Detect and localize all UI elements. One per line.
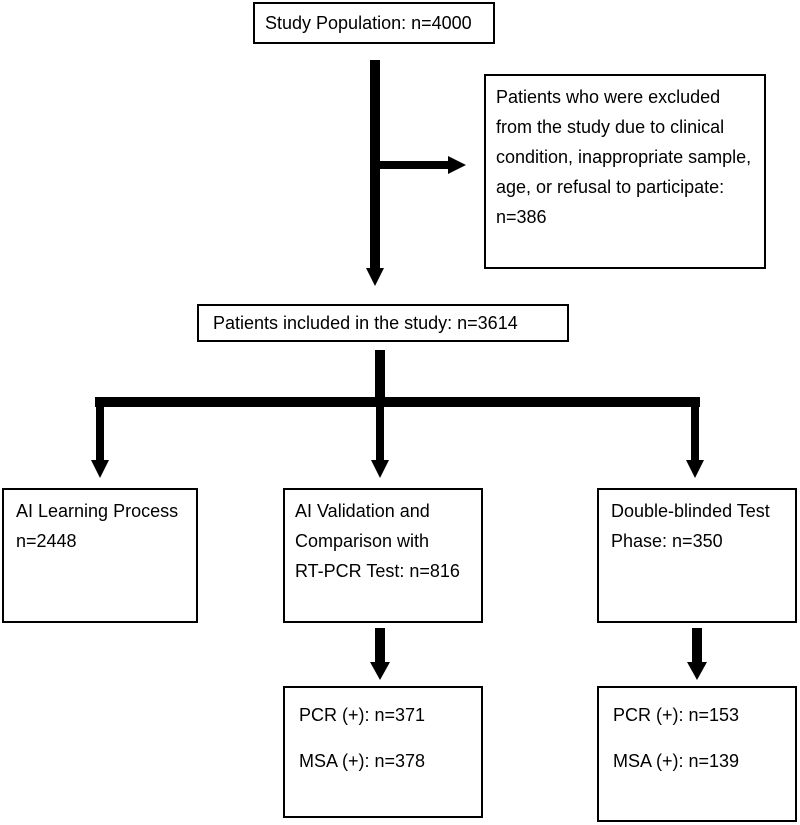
study-population-text: Study Population: n=4000 bbox=[265, 13, 472, 33]
study-population-box: Study Population: n=4000 bbox=[253, 2, 495, 44]
ai-validation-line2: Comparison with bbox=[295, 531, 430, 551]
validation-msa-result: MSA (+): n=378 bbox=[299, 751, 426, 771]
double-blind-line2: Phase: n=350 bbox=[611, 531, 723, 551]
arrowhead-double-blind-results bbox=[687, 662, 707, 680]
double-blind-line1: Double-blinded Test bbox=[611, 501, 770, 521]
validation-pcr-result: PCR (+): n=371 bbox=[299, 705, 426, 725]
ai-validation-line1: AI Validation and bbox=[295, 501, 430, 521]
arrowhead-validation-results bbox=[370, 662, 390, 680]
arrowhead-learning bbox=[91, 460, 109, 478]
double-blind-msa-result: MSA (+): n=139 bbox=[613, 751, 740, 771]
ai-learning-title: AI Learning Process bbox=[16, 501, 179, 521]
excluded-patients-box: Patients who were excluded from the stud… bbox=[484, 74, 766, 269]
excluded-patients-text: Patients who were excluded from the stud… bbox=[496, 87, 752, 227]
double-blind-box: Double-blinded Test Phase: n=350 bbox=[597, 488, 797, 623]
included-patients-text: Patients included in the study: n=3614 bbox=[213, 313, 518, 333]
validation-results-box: PCR (+): n=371 MSA (+): n=378 bbox=[283, 686, 483, 818]
arrowhead-double-blind bbox=[686, 460, 704, 478]
ai-learning-box: AI Learning Process n=2448 bbox=[2, 488, 198, 623]
ai-validation-box: AI Validation and Comparison with RT-PCR… bbox=[283, 488, 483, 623]
ai-learning-count: n=2448 bbox=[16, 531, 77, 551]
arrowhead-validation bbox=[371, 460, 389, 478]
arrowhead-included bbox=[366, 268, 384, 286]
ai-validation-line3: RT-PCR Test: n=816 bbox=[295, 561, 460, 581]
double-blind-results-box: PCR (+): n=153 MSA (+): n=139 bbox=[597, 686, 797, 822]
double-blind-pcr-result: PCR (+): n=153 bbox=[613, 705, 740, 725]
included-patients-box: Patients included in the study: n=3614 bbox=[197, 304, 569, 342]
arrowhead-excluded bbox=[448, 156, 466, 174]
